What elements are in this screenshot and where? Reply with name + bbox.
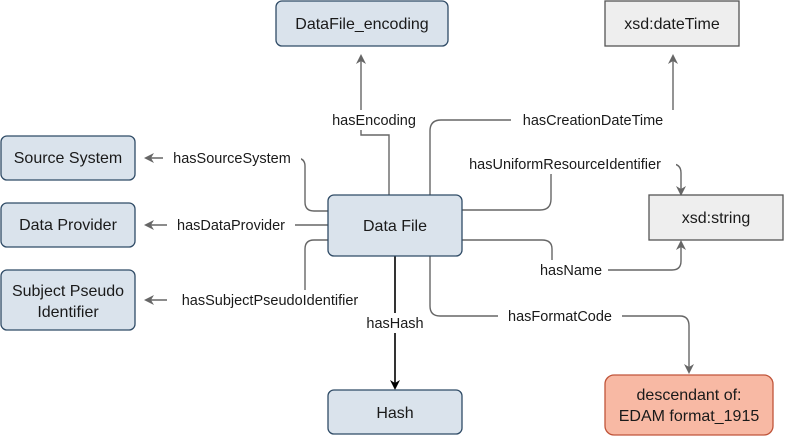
node-label: Data Provider: [19, 217, 117, 234]
edge-labels: hasEncoding hasCreationDateTime hasSourc…: [163, 110, 676, 333]
edge-has-encoding: [356, 54, 390, 195]
node-source-system[interactable]: Source System: [0, 135, 136, 181]
label-has-subject-pseudo-identifier: hasSubjectPseudoIdentifier: [182, 293, 359, 309]
label-has-name: hasName: [540, 263, 602, 279]
node-xsd-datetime[interactable]: xsd:dateTime: [604, 0, 740, 47]
node-label: Hash: [376, 405, 413, 422]
label-has-format-code: hasFormatCode: [508, 309, 612, 325]
node-label-line2: EDAM format_1915: [619, 408, 760, 425]
node-label-line1: descendant of:: [637, 387, 742, 404]
node-label: Source System: [14, 150, 122, 167]
label-has-data-provider: hasDataProvider: [177, 218, 285, 234]
node-label: xsd:string: [682, 210, 750, 227]
node-hash[interactable]: Hash: [327, 389, 463, 435]
node-data-provider[interactable]: Data Provider: [0, 202, 136, 248]
node-label: Data File: [363, 218, 427, 235]
label-has-uniform-resource-identifier: hasUniformResourceIdentifier: [469, 157, 661, 173]
node-datafile-encoding[interactable]: DataFile_encoding: [275, 0, 449, 47]
label-has-creation-date-time: hasCreationDateTime: [523, 113, 664, 129]
label-has-source-system: hasSourceSystem: [173, 151, 291, 167]
node-subject-pseudo-identifier[interactable]: Subject Pseudo Identifier: [0, 269, 136, 331]
label-has-hash: hasHash: [366, 316, 423, 332]
node-edam-format[interactable]: descendant of: EDAM format_1915: [604, 374, 774, 436]
node-label: DataFile_encoding: [295, 16, 428, 33]
node-label-line2: Identifier: [37, 304, 99, 321]
node-label-line1: Subject Pseudo: [12, 283, 124, 300]
node-label: xsd:dateTime: [624, 16, 720, 33]
node-xsd-string[interactable]: xsd:string: [648, 194, 784, 241]
label-has-encoding: hasEncoding: [332, 113, 416, 129]
node-data-file[interactable]: Data File: [327, 194, 463, 257]
